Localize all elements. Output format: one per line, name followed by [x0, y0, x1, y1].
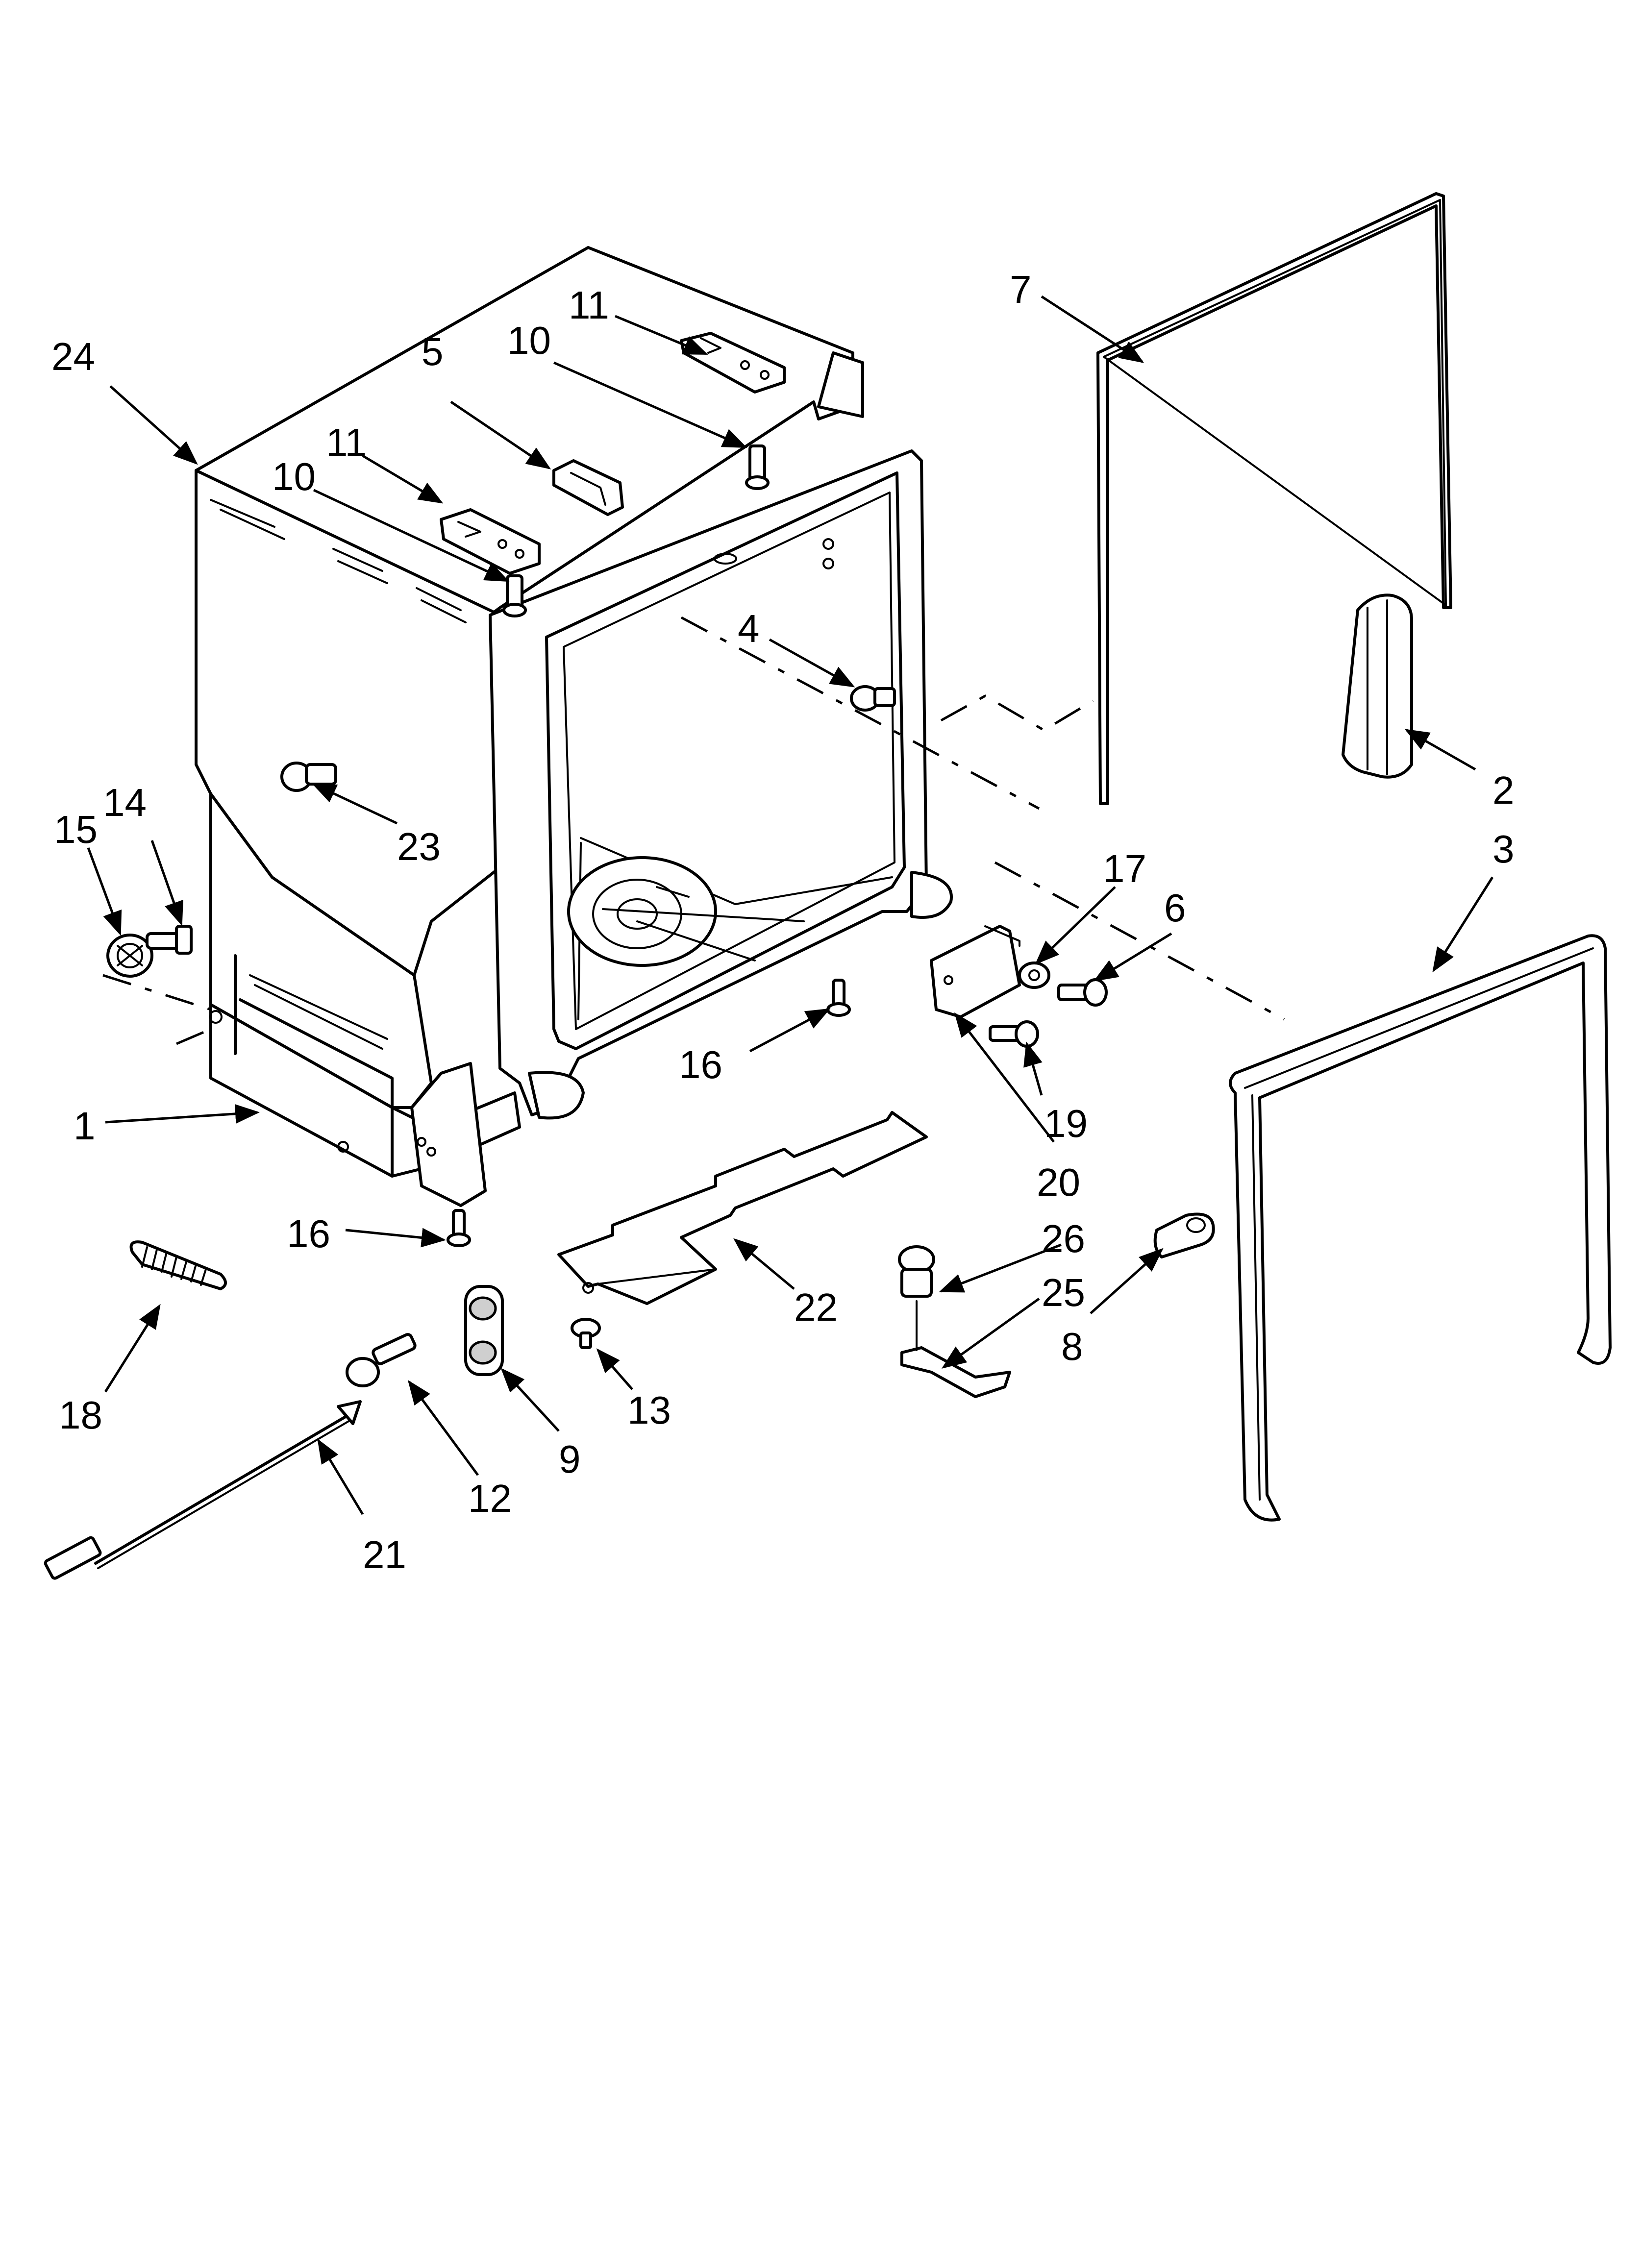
- callout-10: 10: [507, 319, 551, 362]
- callout-16: 16: [679, 1043, 722, 1086]
- callout-4: 4: [738, 607, 760, 650]
- callout-11: 11: [569, 283, 609, 327]
- callout-6: 6: [1164, 886, 1186, 930]
- latch: [1153, 1212, 1215, 1258]
- callout-25: 25: [1042, 1271, 1085, 1314]
- spring: [129, 1240, 227, 1290]
- axis-line: [102, 974, 211, 1011]
- callout-23: 23: [397, 825, 441, 868]
- callout-9: 9: [559, 1437, 581, 1481]
- screw: [571, 1318, 601, 1349]
- roller-bracket: [464, 1285, 504, 1376]
- foot-pad: [447, 1209, 471, 1247]
- axis-line: [680, 616, 1040, 810]
- callout-24: 24: [51, 335, 95, 378]
- screw: [745, 444, 770, 490]
- gasket-strip: [1096, 192, 1452, 805]
- toe-panel: [557, 1111, 928, 1305]
- callout-1: 1: [74, 1104, 96, 1148]
- foot-pad: [826, 979, 851, 1017]
- callout-13: 13: [627, 1388, 671, 1432]
- callout-26: 26: [1042, 1217, 1085, 1260]
- bolt: [346, 1333, 417, 1387]
- callout-18: 18: [59, 1393, 102, 1437]
- cable: [44, 1400, 362, 1580]
- bumper-plug: [280, 762, 337, 792]
- callout-14: 14: [103, 781, 147, 824]
- plug: [850, 685, 896, 712]
- leveling-leg: [146, 925, 193, 955]
- axis-line: [176, 1028, 211, 1045]
- callout-11: 11: [326, 420, 367, 464]
- callout-2: 2: [1492, 768, 1515, 812]
- callout-20: 20: [1037, 1160, 1080, 1204]
- leader-lines: [87, 295, 1494, 1515]
- thermostat: [898, 1245, 935, 1298]
- callout-15: 15: [54, 808, 98, 851]
- callout-19: 19: [1044, 1102, 1088, 1145]
- callout-21: 21: [363, 1533, 406, 1577]
- clip: [552, 459, 624, 516]
- screw: [502, 574, 527, 617]
- callout-22: 22: [794, 1285, 838, 1329]
- tub-gasket: [1229, 934, 1612, 1522]
- axis-line: [940, 694, 1094, 732]
- tub-assembly: [195, 246, 953, 1207]
- thermostat-bracket: [900, 1300, 1011, 1398]
- callout-7: 7: [1010, 268, 1032, 311]
- leveling-wheel: [106, 934, 153, 978]
- axis-line: [994, 861, 1285, 1021]
- mounting-bracket: [930, 925, 1021, 1018]
- callout-12: 12: [468, 1477, 512, 1520]
- callout-8: 8: [1061, 1325, 1083, 1368]
- callout-5: 5: [422, 330, 444, 373]
- washer: [1018, 961, 1050, 989]
- callout-16: 16: [287, 1212, 330, 1256]
- insulation-piece: [1342, 593, 1413, 779]
- callout-17: 17: [1103, 847, 1146, 890]
- screw: [989, 1020, 1039, 1048]
- callout-labels: 7 24 11 10 5 11 10 4 2 3 23 15 14 17 6 1…: [51, 268, 1515, 1577]
- callout-10: 10: [272, 455, 316, 498]
- callout-3: 3: [1492, 827, 1515, 871]
- screw: [1057, 978, 1108, 1007]
- hinge-bracket: [440, 508, 541, 575]
